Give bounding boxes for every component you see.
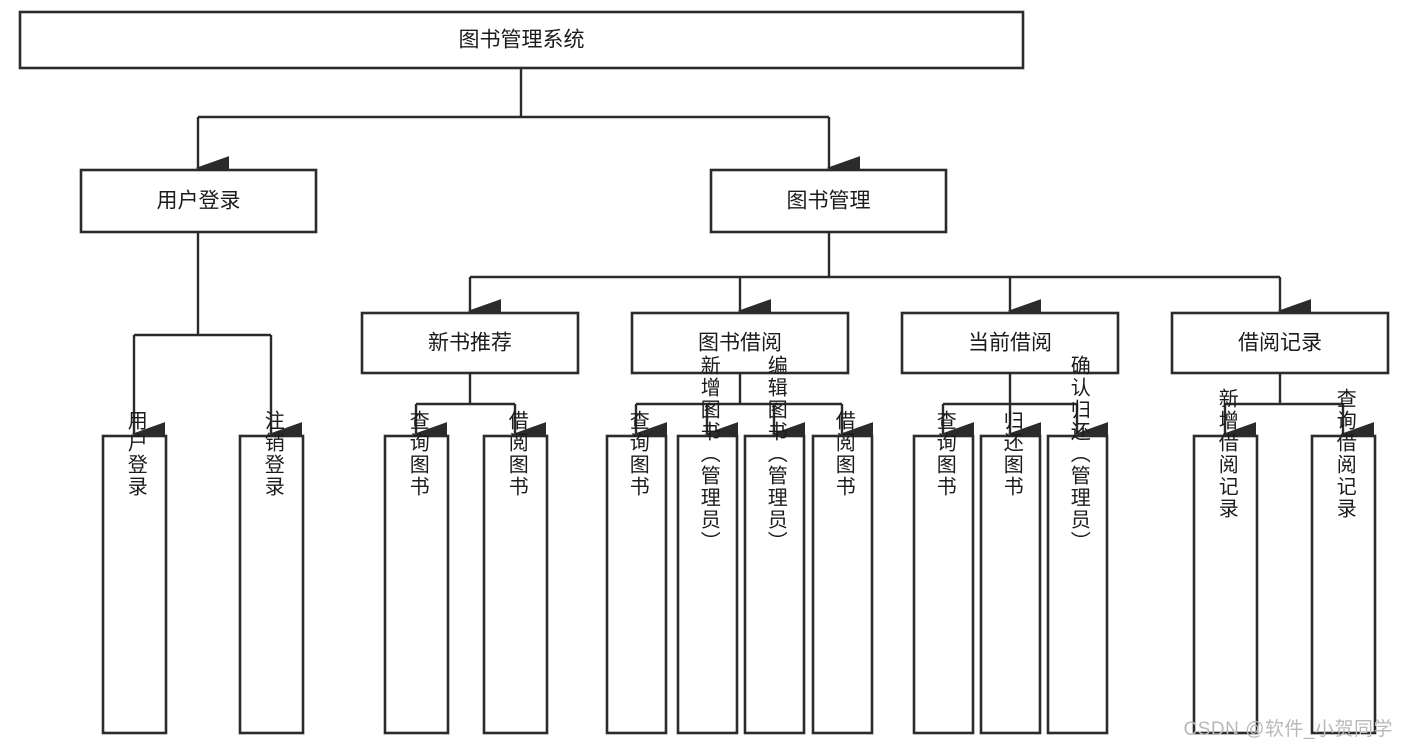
- node-box-leaf-add-book: [676, 434, 739, 735]
- node-label-leaf-return-book: 归还图书: [1000, 410, 1023, 498]
- node-label-leaf-confirm-return: 确认归还（管理员）: [1067, 355, 1090, 553]
- node-label-leaf-query-book-rec: 查询图书: [406, 410, 429, 498]
- node-borrow-record[interactable]: 借阅记录: [1170, 311, 1390, 375]
- node-root[interactable]: 图书管理系统: [18, 10, 1025, 70]
- node-box-user-login: [79, 168, 318, 234]
- node-box-leaf-query-book-cur: [912, 434, 975, 735]
- node-label-borrow-record: 借阅记录: [1238, 332, 1322, 355]
- node-label-book-manage: 图书管理: [787, 190, 871, 213]
- node-box-leaf-borrow-book-rec: [482, 434, 549, 735]
- node-label-leaf-edit-book: 编辑图书（管理员）: [764, 355, 787, 553]
- node-label-leaf-borrow-book: 借阅图书: [832, 410, 855, 498]
- node-label-leaf-query-record: 查询借阅记录: [1333, 388, 1356, 520]
- node-leaf-confirm-return[interactable]: 确认归还（管理员）: [1046, 355, 1109, 735]
- node-label-user-login: 用户登录: [157, 190, 241, 213]
- node-box-leaf-borrow-book: [811, 434, 874, 735]
- connector-layer: [131, 68, 1375, 446]
- node-label-leaf-add-record: 新增借阅记录: [1215, 388, 1238, 520]
- node-book-borrow[interactable]: 图书借阅: [630, 311, 850, 375]
- node-label-current-borrow: 当前借阅: [968, 332, 1052, 355]
- node-label-leaf-user-login: 用户登录: [124, 410, 147, 498]
- node-box-leaf-query-book-rec: [383, 434, 450, 735]
- node-label-leaf-borrow-book-rec: 借阅图书: [505, 410, 528, 498]
- node-leaf-logout[interactable]: 注销登录: [238, 410, 305, 735]
- node-leaf-query-book-cur[interactable]: 查询图书: [912, 410, 975, 735]
- node-label-leaf-query-book-borrow: 查询图书: [626, 410, 649, 498]
- node-label-leaf-logout: 注销登录: [261, 410, 284, 498]
- node-layer: 用户登录图书管理新书推荐图书借阅当前借阅借阅记录用户登录注销登录查询图书借阅图书…: [18, 10, 1390, 735]
- node-box-new-book-recommend: [360, 311, 580, 375]
- node-box-book-borrow: [630, 311, 850, 375]
- node-box-leaf-add-record: [1192, 434, 1259, 735]
- node-box-leaf-confirm-return: [1046, 434, 1109, 735]
- node-leaf-query-book-borrow[interactable]: 查询图书: [605, 410, 668, 735]
- node-leaf-edit-book[interactable]: 编辑图书（管理员）: [743, 355, 806, 735]
- node-label-leaf-query-book-cur: 查询图书: [933, 410, 956, 498]
- node-box-leaf-query-record: [1310, 434, 1377, 735]
- node-leaf-borrow-book-rec[interactable]: 借阅图书: [482, 410, 549, 735]
- node-box-leaf-edit-book: [743, 434, 806, 735]
- node-leaf-add-book[interactable]: 新增图书（管理员）: [676, 355, 739, 735]
- node-user-login[interactable]: 用户登录: [79, 168, 318, 234]
- node-box-leaf-logout: [238, 434, 305, 735]
- node-leaf-query-book-rec[interactable]: 查询图书: [383, 410, 450, 735]
- node-book-manage[interactable]: 图书管理: [709, 168, 948, 234]
- node-leaf-add-record[interactable]: 新增借阅记录: [1192, 388, 1259, 735]
- node-box-leaf-return-book: [979, 434, 1042, 735]
- node-label-book-borrow: 图书借阅: [698, 332, 782, 355]
- node-leaf-return-book[interactable]: 归还图书: [979, 410, 1042, 735]
- node-current-borrow[interactable]: 当前借阅: [900, 311, 1120, 375]
- node-leaf-query-record[interactable]: 查询借阅记录: [1310, 388, 1377, 735]
- node-label-new-book-recommend: 新书推荐: [428, 332, 512, 355]
- node-label-leaf-add-book: 新增图书（管理员）: [697, 355, 720, 553]
- node-box-leaf-user-login: [101, 434, 168, 735]
- node-box-current-borrow: [900, 311, 1120, 375]
- node-label-root: 图书管理系统: [459, 29, 585, 52]
- node-box-leaf-query-book-borrow: [605, 434, 668, 735]
- csdn-watermark: CSDN @软件_小贺同学: [1183, 719, 1393, 740]
- node-new-book-recommend[interactable]: 新书推荐: [360, 311, 580, 375]
- node-leaf-user-login[interactable]: 用户登录: [101, 410, 168, 735]
- node-box-book-manage: [709, 168, 948, 234]
- node-box-root: [18, 10, 1025, 70]
- node-leaf-borrow-book[interactable]: 借阅图书: [811, 410, 874, 735]
- node-box-borrow-record: [1170, 311, 1390, 375]
